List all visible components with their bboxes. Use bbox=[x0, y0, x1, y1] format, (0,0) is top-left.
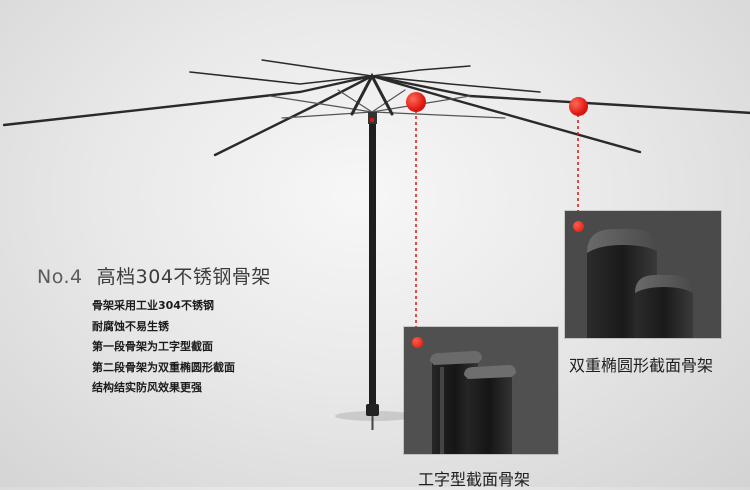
umbrella-ribs bbox=[2, 59, 750, 157]
oval-section-image bbox=[565, 211, 721, 338]
oval-marker-dot bbox=[569, 97, 588, 116]
feature-item: 耐腐蚀不易生锈 bbox=[92, 319, 169, 333]
feature-item: 第二段骨架为双重椭圆形截面 bbox=[92, 360, 235, 374]
feature-item: 结构结实防风效果更强 bbox=[92, 381, 202, 394]
ibeam-section-photo bbox=[404, 327, 558, 454]
feature-item: 骨架采用工业304不锈钢 bbox=[92, 299, 214, 312]
model-number: No.4 bbox=[37, 266, 83, 288]
feature-list: 骨架采用工业304不锈钢 耐腐蚀不易生锈 第一段骨架为工字型截面 第二段骨架为双… bbox=[92, 296, 235, 399]
umbrella-shaft bbox=[369, 112, 376, 410]
feature-item: 第一段骨架为工字型截面 bbox=[92, 340, 213, 353]
ibeam-section-image bbox=[404, 327, 558, 454]
oval-section-photo bbox=[565, 211, 721, 338]
feature-headline: No.4 高档304不锈钢骨架 bbox=[37, 262, 271, 289]
headline-title: 高档304不锈钢骨架 bbox=[96, 266, 271, 288]
ibeam-marker-dot bbox=[406, 92, 426, 112]
oval-photo-dot bbox=[573, 221, 584, 232]
ibeam-photo-dot bbox=[412, 337, 423, 348]
ibeam-caption: 工字型截面骨架 bbox=[418, 470, 531, 489]
oval-caption: 双重椭圆形截面骨架 bbox=[569, 356, 714, 375]
